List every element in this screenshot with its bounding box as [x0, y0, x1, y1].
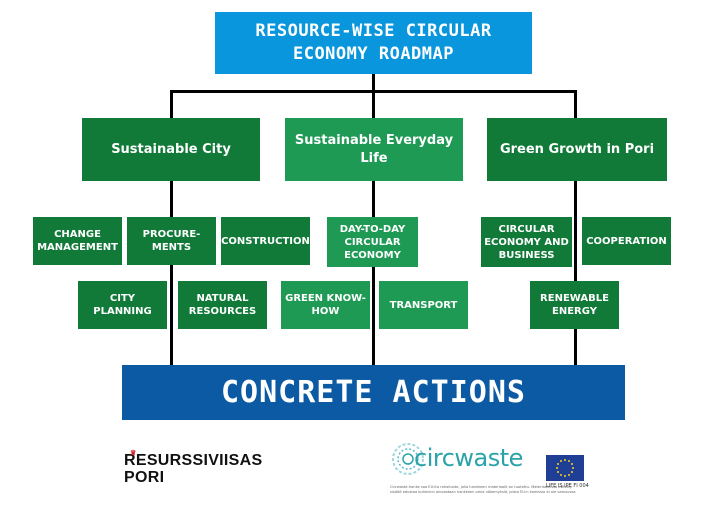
resurssiviisas-pori-logo: ♛ RESURSSIVIISAS PORI [124, 450, 262, 486]
eu-life-logo: LIFE IS IPE FI 004 [546, 455, 589, 489]
item-procurements: PROCURE-MENTS [127, 217, 216, 265]
circwaste-swirl-icon [392, 443, 424, 475]
item-cooperation: COOPERATION [582, 217, 671, 265]
category-green-growth-pori: Green Growth in Pori [487, 118, 667, 181]
eu-flag-icon [546, 455, 584, 481]
connector-right-down [574, 90, 577, 366]
crown-icon: ♛ [130, 450, 137, 457]
eu-stars-icon [556, 459, 574, 477]
circwaste-logo: circwaste Circwaste-hanke saa EU:lta rah… [390, 441, 580, 501]
category-sustainable-city: Sustainable City [82, 118, 260, 181]
item-transport: TRANSPORT [379, 281, 468, 329]
item-green-know-how: GREEN KNOW-HOW [281, 281, 370, 329]
concrete-actions-banner: CONCRETE ACTIONS [122, 365, 625, 420]
item-construction: CONSTRUCTION [221, 217, 310, 265]
connector-title-down [372, 74, 375, 92]
